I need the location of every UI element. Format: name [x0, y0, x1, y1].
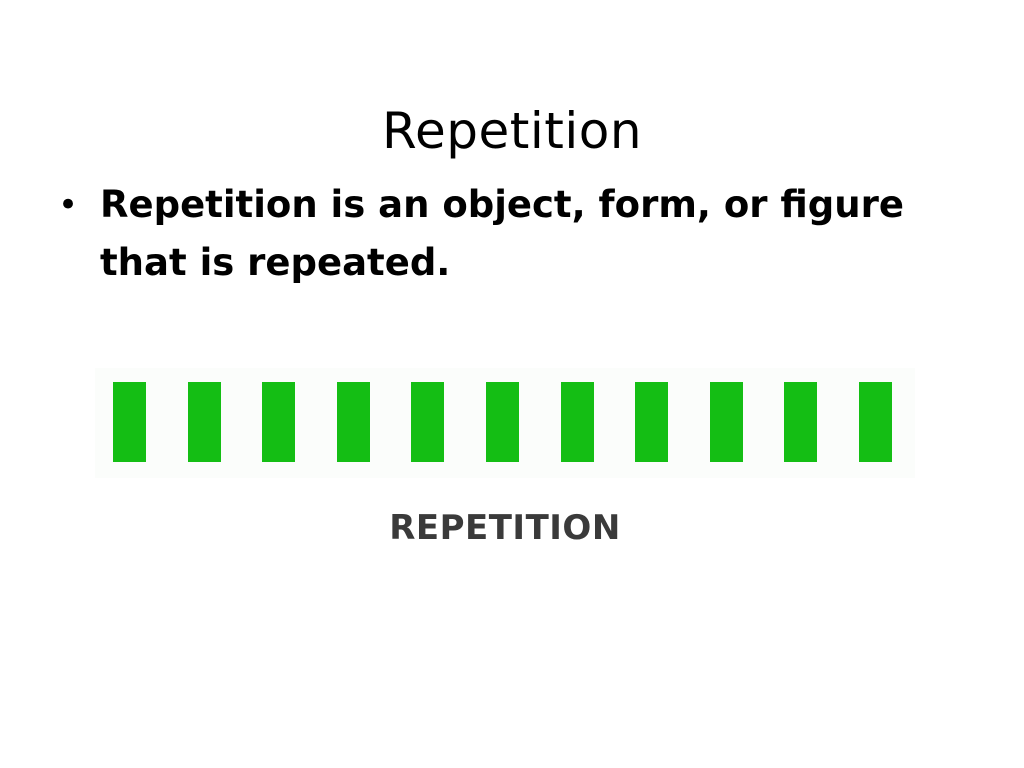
green-bar	[784, 382, 817, 462]
green-bar	[486, 382, 519, 462]
repetition-figure: REPETITION	[95, 368, 915, 568]
bullet-dot: •	[58, 185, 79, 225]
green-bar	[859, 382, 892, 462]
green-bar	[262, 382, 295, 462]
green-bar	[113, 382, 146, 462]
green-bar	[411, 382, 444, 462]
green-bar	[710, 382, 743, 462]
green-bar	[635, 382, 668, 462]
bullet-item: • Repetition is an object, form, or figu…	[58, 176, 988, 292]
slide-title: Repetition	[381, 101, 643, 160]
green-bar	[561, 382, 594, 462]
bar-row	[95, 368, 915, 478]
bullet-text: Repetition is an object, form, or figure…	[100, 183, 904, 284]
figure-label: REPETITION	[389, 508, 621, 548]
bullet-list: • Repetition is an object, form, or figu…	[58, 176, 988, 292]
green-bar	[188, 382, 221, 462]
green-bar	[337, 382, 370, 462]
